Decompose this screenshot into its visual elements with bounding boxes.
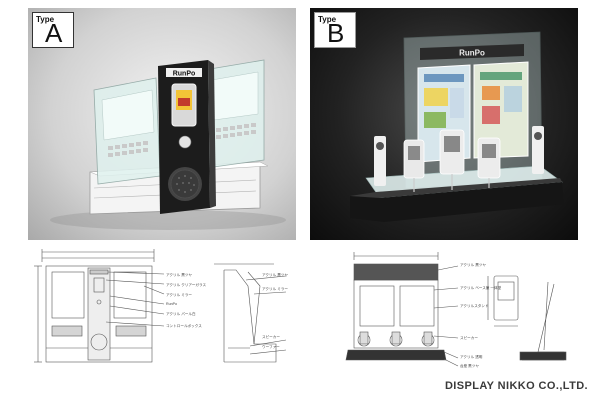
type-b-callout-1: アクリル 黒ツヤ (460, 262, 486, 267)
type-a-technical-drawing: アクリル 黒ツヤ アクリル クリアーガラス アクリル ミラー RunPo アクリ… (24, 246, 302, 374)
type-a-callout-4: RunPo (166, 302, 177, 306)
type-a-logo: RunPo (173, 71, 196, 78)
type-b-label: Type B (314, 12, 356, 48)
type-a-callout-8: アクリル ミラー (262, 286, 288, 291)
type-b-callout-5: アクリル 透明 (460, 354, 483, 359)
type-a-kiosk-render: RunPo (50, 59, 286, 230)
type-a-label: Type A (32, 12, 74, 48)
type-a-render: Type A RunPo (28, 8, 296, 240)
type-b-callout-3: アクリルスタンド (460, 303, 489, 308)
type-a-callout-7: アクリル 黒ツヤ (262, 272, 288, 277)
company-name: DISPLAY NIKKO CO.,LTD. (444, 380, 588, 392)
type-a-callout-10: ウーファー (262, 344, 280, 349)
type-b-callout-4: スピーカー (460, 335, 478, 340)
type-a-callout-6: コントロールボックス (166, 323, 202, 328)
type-b-stand-render: RunPo (350, 31, 564, 222)
type-b-callout-2: アクリル ベース兼 一体型 (460, 285, 502, 290)
type-b-render: Type B RunPo (310, 8, 578, 240)
type-b-logo: RunPo (459, 49, 485, 58)
type-a-callout-1: アクリル 黒ツヤ (166, 272, 192, 277)
type-b-label-letter: B (327, 18, 345, 48)
type-a-callout-2: アクリル クリアーガラス (166, 282, 206, 287)
type-a-label-letter: A (45, 18, 63, 48)
type-a-callout-3: アクリル ミラー (166, 292, 192, 297)
type-b-label-word: Type (318, 15, 337, 24)
type-a-label-word: Type (36, 15, 55, 24)
type-a-callout-9: スピーカー (262, 334, 280, 339)
type-b-callout-6: 台座 黒ツヤ (460, 363, 479, 368)
type-a-callout-5: アクリル パール白 (166, 311, 196, 316)
type-b-technical-drawing: アクリル 黒ツヤ アクリル ベース兼 一体型 アクリルスタンド スピーカー アク… (308, 246, 588, 374)
